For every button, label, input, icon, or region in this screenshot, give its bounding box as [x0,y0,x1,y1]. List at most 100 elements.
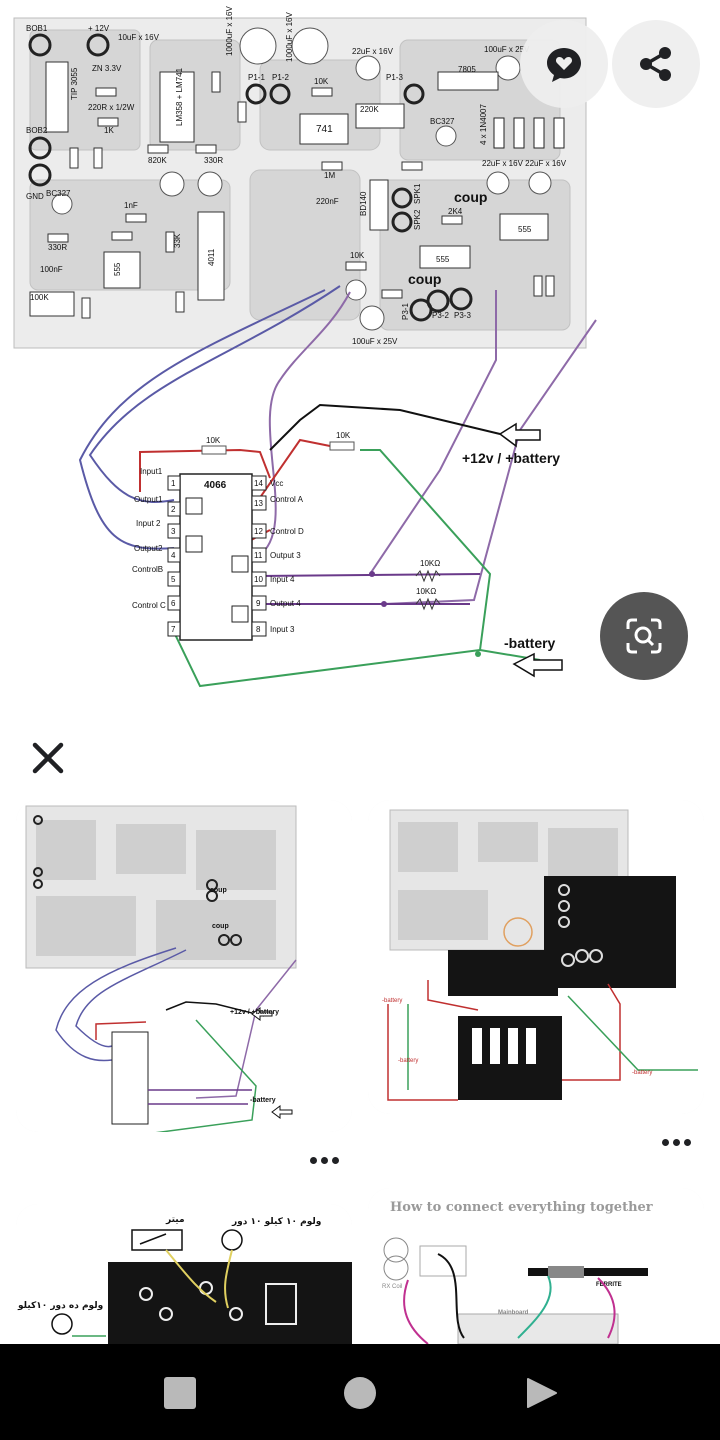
pcb-label: P1-3 [386,73,403,82]
pin-label: Control C [132,601,166,610]
svg-text:-battery: -battery [250,1097,276,1104]
pcb-label: P1-2 [272,73,289,82]
card4-mainboard-label: Mainboard [498,1310,529,1316]
pcb-label: 330R [204,156,223,165]
more-dots-icon [309,1156,317,1164]
pcb-label: 820K [148,156,167,165]
pcb-label: P1-1 [248,73,265,82]
pcb-label: 555 [518,225,532,234]
pcb-label: 10K [314,77,329,86]
share-button[interactable] [612,20,700,108]
pin-number: 12 [254,527,263,536]
pcb-label: 220K [360,105,379,114]
pcb-label: BOB1 [26,24,48,33]
svg-text:coup: coup [212,923,229,930]
svg-text:coup: coup [210,887,227,894]
result-card-2[interactable]: -battery -battery -battery [368,800,704,1114]
pcb-label: 10K [350,251,365,260]
arrow-left-icon [512,652,563,678]
pcb-label: 4 x 1N4007 [479,104,488,145]
pin-label: ControlB [132,565,163,574]
pcb-label: BC327 [46,189,71,198]
pcb-label: 10uF x 16V [118,33,160,42]
more-dot [331,1156,339,1164]
more-dot [320,1156,328,1164]
back-button[interactable] [524,1375,560,1411]
minus-battery-label: -battery [504,635,556,651]
pcb-label: 1M [324,171,335,180]
comment-button[interactable] [520,20,608,108]
result-thumbnail: +12v / +battery -battery coup coup [16,800,352,1132]
pcb-label: P3-1 [401,303,410,320]
pcb-label: 1000uF x 16V [225,6,234,56]
pin-number: 8 [256,625,261,634]
resistor-label: 10K [336,431,351,440]
result-card-3[interactable]: میتر ولوم ۱۰ کیلو ۱۰ دور ولوم ده دور ۱۰ک… [16,1204,352,1344]
more-options-button[interactable] [652,1126,700,1158]
pin-number: 1 [171,479,176,488]
pcb-label: 100uF x 25V [352,337,398,346]
chip-4066 [179,473,253,641]
play-triangle-back-icon [527,1378,557,1408]
pin-label: Input1 [140,467,163,476]
pin-number: 6 [171,599,176,608]
pcb-label: 1000uF x 16V [285,12,294,62]
card4-heading: How to connect everything together [390,1200,653,1215]
svg-text:-battery: -battery [398,1058,418,1064]
pin-number: 11 [254,551,263,560]
more-dot [672,1138,680,1146]
pin-number: 10 [254,575,263,584]
pcb-label: 555 [436,255,450,264]
pin-number: 9 [256,599,261,608]
pin-label: Output1 [134,495,163,504]
pin-number: 5 [171,575,176,584]
home-button[interactable] [344,1377,376,1409]
card4-ferrite-label: FERRITE [596,1282,622,1288]
result-card-4[interactable]: How to connect everything together FERRI… [368,1188,704,1344]
pcb-label: 22uF x 16V [352,47,394,56]
pcb-label: coup [454,189,487,205]
pcb-label: P3-3 [454,311,471,320]
pcb-label: SPK1 [413,183,422,204]
pcb-label: SPK2 [413,209,422,230]
circuit-diagram: BOB1 BOB2 GND + 12V 10uF x 16V ZN 3.3V 2… [13,6,597,688]
pcb-label: BOB2 [26,126,48,135]
main-preview-image[interactable]: BOB1 BOB2 GND + 12V 10uF x 16V ZN 3.3V 2… [0,0,720,700]
pcb-label: 220R x 1/2W [88,103,135,112]
pcb-label: ZN 3.3V [92,64,122,73]
pin-label: Input 2 [136,519,161,528]
pcb-label: 2K4 [448,207,463,216]
pcb-label: 7805 [458,65,476,74]
pcb-label: GND [26,192,44,201]
card3-vol-label: ولوم ده دور ۱۰کیلو [17,1301,103,1311]
plus-battery-label: +12v / +battery [462,450,560,466]
card3-meter-label: میتر [165,1215,185,1225]
pcb-label: 741 [316,124,333,135]
result-thumbnail: میتر ولوم ۱۰ کیلو ۱۰ دور ولوم ده دور ۱۰ک… [16,1204,352,1344]
pin-label: Input 4 [270,575,295,584]
close-button[interactable] [24,734,72,782]
svg-text:-battery: -battery [632,1070,652,1076]
resistor-label: 10K [206,436,221,445]
close-icon [32,742,64,774]
pin-label: Output 4 [270,599,301,608]
more-dot [683,1138,691,1146]
pin-number: 7 [171,625,176,634]
pcb-label: coup [408,271,441,287]
pin-number: 13 [254,499,263,508]
recents-button[interactable] [164,1377,196,1409]
pcb-label: BD140 [359,191,368,216]
more-options-button[interactable] [300,1144,348,1176]
pcb-label: 33K [173,233,182,248]
arrow-left-icon [498,422,541,448]
result-thumbnail: -battery -battery -battery [368,800,704,1114]
pin-label: Input 3 [270,625,295,634]
lens-search-button[interactable] [600,592,688,680]
result-card-1[interactable]: +12v / +battery -battery coup coup [16,800,352,1132]
pin-label: Output2 [134,544,163,553]
pin-number: 4 [171,551,176,560]
pcb-label: 1nF [124,201,138,210]
pcb-label: P3-2 [432,311,449,320]
svg-text:+12v / +battery: +12v / +battery [230,1009,279,1016]
pcb-label: 22uF x 16V 22uF x 16V [482,159,567,168]
